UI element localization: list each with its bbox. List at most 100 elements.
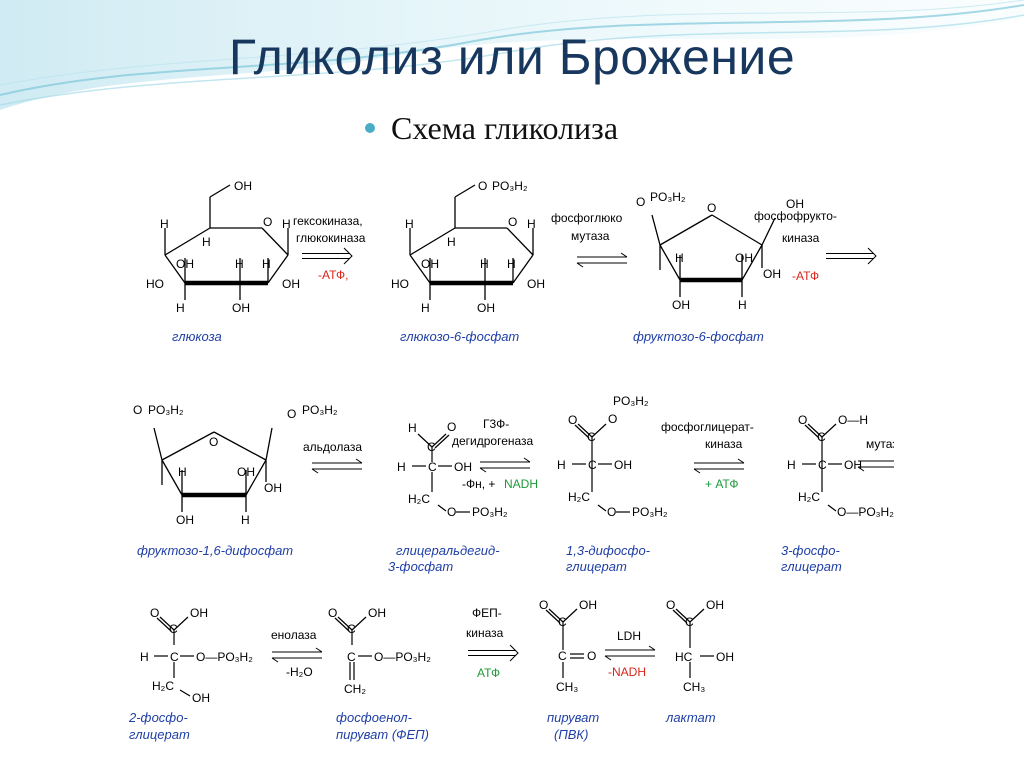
svg-text:мутаза: мутаза bbox=[571, 229, 610, 243]
svg-text:глицерат: глицерат bbox=[566, 559, 627, 574]
svg-text:O: O bbox=[328, 606, 337, 620]
svg-text:HO: HO bbox=[146, 277, 164, 291]
svg-text:H: H bbox=[408, 421, 417, 435]
bullet-text: Схема гликолиза bbox=[391, 109, 619, 146]
label-glucose: глюкоза bbox=[172, 329, 222, 344]
svg-text:OH: OH bbox=[232, 301, 250, 315]
pyruvate-structure: O OH C C O CH₃ bbox=[539, 598, 597, 694]
cofactor-atp-3: + АТФ bbox=[705, 477, 738, 491]
svg-text:O: O bbox=[263, 215, 272, 229]
svg-text:H: H bbox=[176, 301, 185, 315]
svg-text:OH: OH bbox=[192, 691, 210, 705]
label-bpg: 1,3-дифосфо- bbox=[566, 543, 651, 558]
svg-text:(ПВК): (ПВК) bbox=[554, 727, 588, 742]
svg-text:OH: OH bbox=[735, 251, 753, 265]
svg-text:OH: OH bbox=[190, 606, 208, 620]
label-pg2: 2-фосфо- bbox=[128, 710, 189, 725]
svg-text:H: H bbox=[202, 235, 211, 249]
svg-text:O—H: O—H bbox=[838, 413, 868, 427]
svg-text:OH: OH bbox=[763, 267, 781, 281]
cofactor-atp-1: -АТФ, bbox=[318, 268, 348, 282]
svg-text:PO₃H₂: PO₃H₂ bbox=[148, 403, 184, 417]
svg-text:HC: HC bbox=[675, 650, 693, 664]
svg-text:H: H bbox=[405, 217, 414, 231]
enzyme-enolase: енолаза bbox=[271, 628, 317, 642]
label-g3p: глицеральдегид- bbox=[396, 543, 500, 558]
svg-text:OH: OH bbox=[454, 460, 472, 474]
enzyme-ldh: LDH bbox=[617, 629, 641, 643]
svg-text:O: O bbox=[666, 598, 675, 612]
svg-text:H: H bbox=[241, 513, 250, 527]
svg-text:C: C bbox=[170, 650, 179, 664]
svg-text:H: H bbox=[282, 217, 291, 231]
svg-text:O: O bbox=[636, 195, 645, 209]
glucose-structure: OH O H H H OH H H HO OH H OH bbox=[146, 179, 300, 315]
svg-text:HO: HO bbox=[391, 277, 409, 291]
enzyme-pk: ФЕП- bbox=[472, 606, 502, 620]
svg-text:O: O bbox=[508, 215, 517, 229]
svg-text:O—PO₃H₂: O—PO₃H₂ bbox=[837, 505, 894, 519]
label-f6p: фруктозо-6-фосфат bbox=[633, 329, 764, 344]
svg-text:H₂C: H₂C bbox=[798, 490, 820, 504]
cofactor-atp-4: АТФ bbox=[477, 666, 500, 680]
svg-text:PO₃H₂: PO₃H₂ bbox=[613, 394, 649, 408]
svg-text:C: C bbox=[169, 622, 178, 636]
cofactor-atp-2: -АТФ bbox=[792, 269, 819, 283]
svg-text:C: C bbox=[428, 460, 437, 474]
enzyme-pfk: фосфофрукто- bbox=[754, 209, 837, 223]
bullet-item: Схема гликолиза bbox=[365, 108, 618, 148]
svg-text:O: O bbox=[209, 435, 218, 449]
svg-text:H₂C: H₂C bbox=[568, 490, 590, 504]
svg-text:NADH: NADH bbox=[504, 477, 538, 491]
svg-text:PO₃H₂: PO₃H₂ bbox=[302, 403, 338, 417]
svg-text:OH: OH bbox=[368, 606, 386, 620]
svg-text:O: O bbox=[798, 413, 807, 427]
cofactor-nadh-1: -Фн, + bbox=[462, 477, 495, 491]
label-f16bp: фруктозо-1,6-дифосфат bbox=[137, 543, 293, 558]
glycolysis-diagram: OH O H H H OH H H HO OH H OH глюкоза гек… bbox=[126, 163, 909, 754]
svg-text:H: H bbox=[178, 465, 187, 479]
svg-text:C: C bbox=[347, 622, 356, 636]
svg-text:PO₃H₂: PO₃H₂ bbox=[492, 179, 528, 193]
svg-text:O: O bbox=[478, 179, 487, 193]
svg-text:H: H bbox=[160, 217, 169, 231]
svg-text:H: H bbox=[527, 217, 536, 231]
svg-text:H: H bbox=[421, 301, 430, 315]
svg-text:O—PO₃H₂: O—PO₃H₂ bbox=[374, 650, 431, 664]
svg-text:пируват (ФЕП): пируват (ФЕП) bbox=[336, 727, 429, 742]
svg-text:O: O bbox=[447, 420, 456, 434]
decorative-waves bbox=[0, 0, 1024, 110]
svg-text:O: O bbox=[150, 606, 159, 620]
svg-text:H: H bbox=[397, 460, 406, 474]
svg-text:CH₃: CH₃ bbox=[683, 680, 705, 694]
svg-text:глицерат: глицерат bbox=[129, 727, 190, 742]
svg-text:O—PO₃H₂: O—PO₃H₂ bbox=[196, 650, 253, 664]
svg-text:OH: OH bbox=[237, 465, 255, 479]
svg-text:H: H bbox=[262, 257, 271, 271]
svg-text:O: O bbox=[568, 413, 577, 427]
label-pg3: 3-фосфо- bbox=[781, 543, 841, 558]
svg-text:OH: OH bbox=[282, 277, 300, 291]
svg-text:H: H bbox=[140, 650, 149, 664]
svg-text:PO₃H₂: PO₃H₂ bbox=[632, 505, 668, 519]
svg-text:глицерат: глицерат bbox=[781, 559, 842, 574]
bullet-dot-icon bbox=[365, 123, 375, 133]
cofactor-water: -H₂O bbox=[286, 665, 313, 679]
svg-text:киназа: киназа bbox=[705, 437, 743, 451]
svg-text:O: O bbox=[539, 598, 548, 612]
svg-text:киназа: киназа bbox=[466, 626, 504, 640]
enzyme-pgk: фосфоглицерат- bbox=[661, 420, 754, 434]
f16bp-structure: O PO₃H₂ O PO₃H₂ O H OH OH OH H bbox=[133, 403, 338, 527]
svg-text:C: C bbox=[558, 649, 567, 663]
svg-text:киназа: киназа bbox=[782, 231, 820, 245]
svg-text:H: H bbox=[738, 298, 747, 312]
svg-text:H₂C: H₂C bbox=[408, 492, 430, 506]
enzyme-pgi: фосфоглюко bbox=[551, 211, 623, 225]
svg-text:H: H bbox=[235, 257, 244, 271]
svg-text:H: H bbox=[557, 458, 566, 472]
svg-text:OH: OH bbox=[176, 257, 194, 271]
enzyme-pgm: мутаза bbox=[866, 437, 894, 451]
g6p-structure: O PO₃H₂ O H H H OH H H HO OH H OH bbox=[391, 179, 545, 315]
svg-text:OH: OH bbox=[234, 179, 252, 193]
svg-text:OH: OH bbox=[786, 197, 804, 211]
